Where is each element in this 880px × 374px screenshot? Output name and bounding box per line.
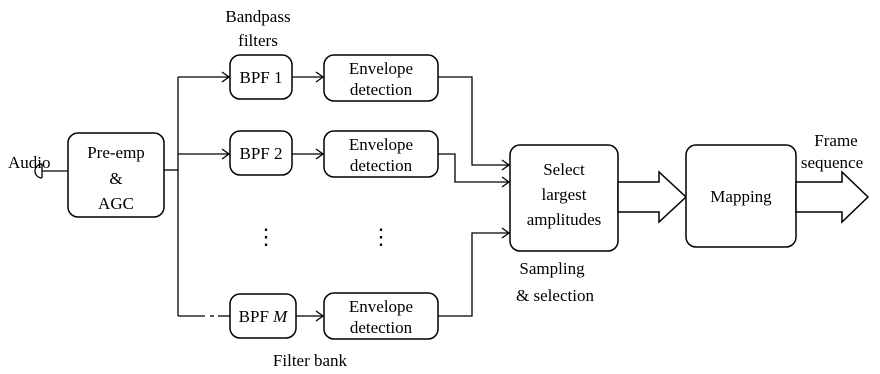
envelope-detection-1-block [323, 54, 439, 102]
filter-bank-label: Filter bank [273, 351, 348, 370]
envelope-m-line1: Envelope [349, 297, 413, 316]
envelope-2-line2: detection [350, 156, 413, 175]
ampersand-label: & [109, 169, 122, 188]
preemp-label: Pre-emp [87, 143, 145, 162]
bpf-m-prefix: BPF [239, 307, 274, 326]
bpf-2-label: BPF 2 [240, 144, 283, 163]
output-arrow [795, 170, 870, 224]
agc-label: AGC [98, 194, 134, 213]
select-line1: Select [543, 160, 585, 179]
select-line2: largest [541, 185, 586, 204]
sampling-line2: & selection [516, 286, 594, 305]
bpf-1-label: BPF 1 [240, 68, 283, 87]
bandpass-heading-line2: filters [238, 31, 278, 50]
bandpass-heading-line1: Bandpass [225, 7, 290, 26]
envelope-1-line2: detection [350, 80, 413, 99]
select-to-mapping-arrow [617, 170, 688, 224]
splitter-bus [164, 71, 231, 317]
envelope-2-line1: Envelope [349, 135, 413, 154]
select-line3: amplitudes [527, 210, 602, 229]
bpf-m-italic: M [272, 307, 288, 326]
envelope-ellipsis: ⋮ [370, 224, 392, 249]
audio-label: Audio [8, 153, 51, 172]
sampling-line1: Sampling [519, 259, 585, 278]
frame-sequence-line2: sequence [801, 153, 863, 172]
frame-sequence-line1: Frame [814, 131, 857, 150]
bpf-m-label: BPF M [239, 307, 289, 326]
bpf-2-block [229, 130, 293, 176]
audio-input-symbol [34, 163, 68, 179]
envelope-to-select-wires [438, 76, 511, 317]
envelope-1-line1: Envelope [349, 59, 413, 78]
mapping-label: Mapping [710, 187, 772, 206]
preemp-agc-block [67, 132, 165, 218]
filter-ellipsis: ⋮ [255, 224, 277, 249]
envelope-m-line2: detection [350, 318, 413, 337]
